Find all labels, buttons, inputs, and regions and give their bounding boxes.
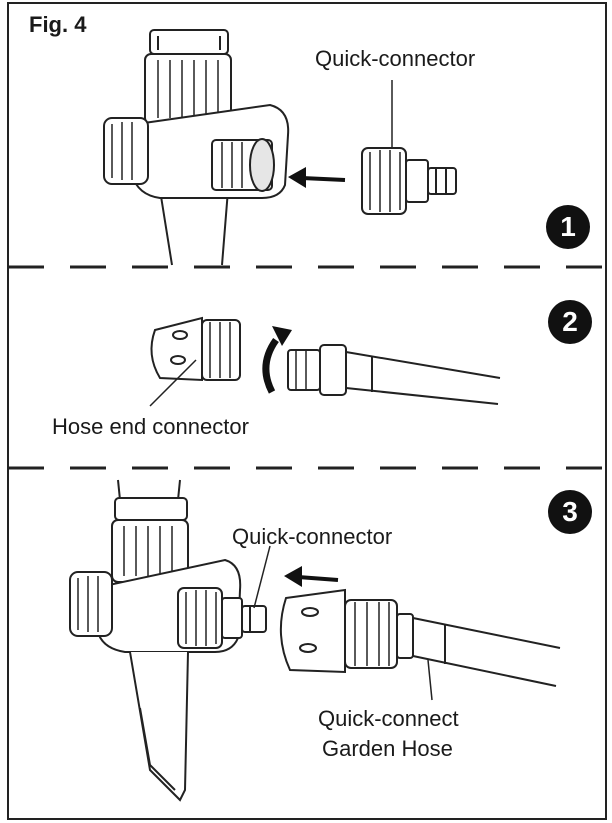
label-quick-connect-line1: Quick-connect	[318, 706, 459, 731]
label-quick-connector-1: Quick-connector	[315, 46, 476, 71]
insert-arrow-1	[288, 167, 346, 188]
leader-line-hose-end	[149, 359, 197, 407]
label-garden-hose-line2: Garden Hose	[322, 736, 453, 761]
step-badge-3: 3	[548, 490, 592, 534]
figure-border	[7, 2, 607, 820]
rotate-arrow-2	[262, 326, 292, 394]
quick-connector-part-1	[361, 147, 457, 215]
sprinkler-valve-illustration-1	[103, 29, 290, 266]
step-badge-2: 2	[548, 300, 592, 344]
label-hose-end-connector: Hose end connector	[52, 414, 249, 439]
leader-line-garden-hose	[427, 659, 433, 701]
garden-hose-end-2	[287, 344, 501, 405]
quick-connect-hose-part	[279, 588, 561, 687]
insert-arrow-3	[284, 566, 339, 587]
sprinkler-valve-illustration-3	[69, 479, 267, 802]
figure-title: Fig. 4	[29, 12, 87, 37]
leader-line-quick-connector-3	[253, 545, 271, 609]
label-quick-connector-3: Quick-connector	[232, 524, 393, 549]
hose-end-connector-part	[150, 316, 241, 382]
step-badge-1: 1	[546, 205, 590, 249]
